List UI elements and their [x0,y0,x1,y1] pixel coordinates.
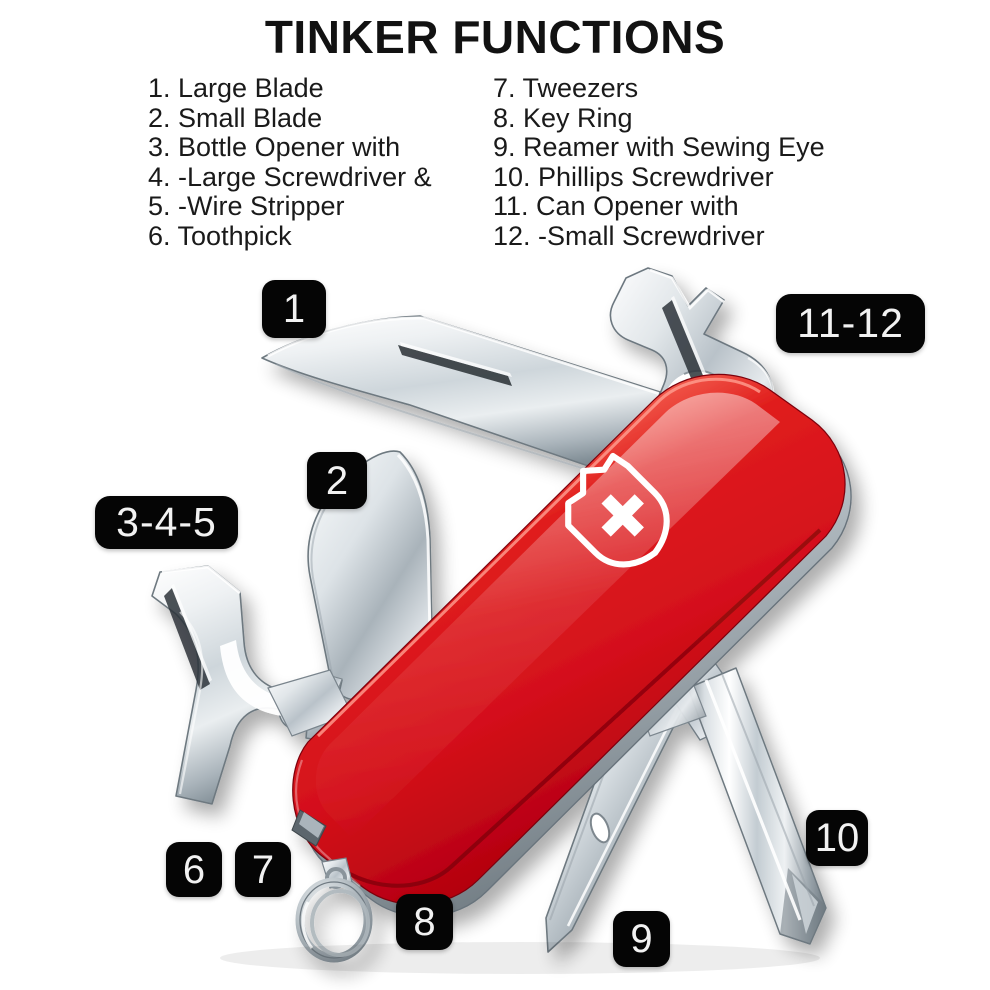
legend-item: 3. Bottle Opener with [148,132,401,162]
victorinox-shield-cross-logo [565,452,670,568]
legend-item: 9. Reamer with Sewing Eye [493,132,825,162]
tool-toothpick [291,809,327,847]
legend-column-left: 1. Large Blade 2. Small Blade 3. Bottle … [148,73,432,251]
callout-badge-8[interactable]: 8 [396,894,453,950]
callout-badge-3-4-5[interactable]: 3-4-5 [95,496,238,549]
legend-item: 2. Small Blade [148,102,323,133]
callout-badge-7[interactable]: 7 [235,842,291,897]
page-title: TINKER FUNCTIONS [264,11,726,63]
legend-item: 1. Large Blade [148,73,324,103]
legend-item: 5. -Wire Stripper [148,191,345,221]
legend-item: 8. Key Ring [493,102,633,133]
callout-badge-1[interactable]: 1 [262,280,326,338]
legend-item: 4. -Large Screwdriver & [148,161,432,192]
contact-shadow [220,942,820,974]
callout-badge-2[interactable]: 2 [307,452,367,509]
callout-badge-10[interactable]: 10 [806,810,868,866]
tool-key-ring [295,857,373,963]
callout-badge-6[interactable]: 6 [166,842,222,897]
callout-badge-11-12[interactable]: 11-12 [776,294,925,353]
legend-item: 11. Can Opener with [493,191,739,221]
legend-item: 6. Toothpick [148,220,292,251]
legend-column-right: 7. Tweezers 8. Key Ring 9. Reamer with S… [493,73,825,251]
legend-item: 12. -Small Screwdriver [493,220,765,251]
legend-item: 7. Tweezers [493,73,639,103]
function-legend: 1. Large Blade 2. Small Blade 3. Bottle … [0,73,990,259]
legend-item: 10. Phillips Screwdriver [493,161,774,192]
callout-badge-9[interactable]: 9 [613,911,670,967]
